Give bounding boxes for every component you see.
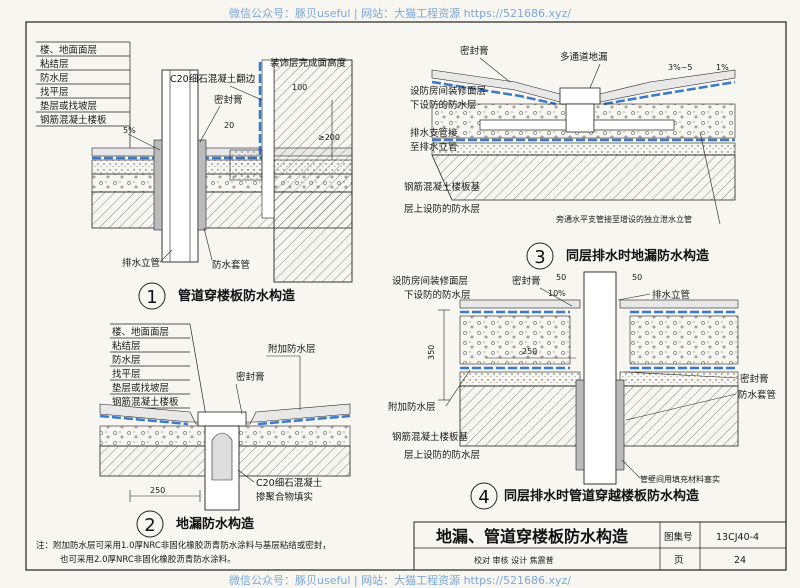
- fig1-title: 管道穿楼板防水构造: [178, 288, 296, 304]
- fig3-sealant: 密封膏: [460, 45, 489, 57]
- sign-text: 校对 审核 设计 焦震普: [474, 555, 554, 565]
- fig4-sealant-top: 密封膏: [512, 275, 541, 287]
- fig1-dim-20: 20: [224, 121, 234, 130]
- fig2-polymer: 掺聚合物填实: [256, 491, 313, 503]
- fig2-sealant: 密封膏: [236, 371, 265, 383]
- fig3-title: 同层排水时地漏防水构造: [566, 248, 710, 264]
- fig1-dim-100: 100: [292, 83, 307, 92]
- fig2-dim-250: 250: [150, 486, 165, 495]
- fig3-room-layer-2: 下设防的防水层: [410, 99, 477, 111]
- figure-1: 楼、地面面层 粘结层 防水层 找平层 垫层或找坡层 钢筋混凝土楼板 5% C20…: [36, 41, 353, 310]
- fig2-layer-3: 找平层: [112, 368, 141, 380]
- fig3-number: 3: [534, 247, 545, 268]
- watermark-bottom: 微信公众号：豚贝useful | 网站：大猫工程资源 https://52168…: [229, 573, 571, 587]
- fig4-sleeve: 防水套管: [738, 389, 776, 401]
- fig4-slope: 10%: [548, 289, 566, 298]
- note-line-1: 注：附加防水层可采用1.0厚NRC非固化橡胶沥青防水涂料与基层粘结或密封，: [36, 540, 331, 551]
- title-block: 地漏、管道穿楼板防水构造 图集号 13CJ40-4 校对 审核 设计 焦震普 页…: [413, 521, 787, 571]
- fig1-layer-3: 找平层: [40, 86, 69, 98]
- fig2-layer-2: 防水层: [112, 354, 141, 366]
- fig4-number: 4: [478, 487, 489, 508]
- fig3-slope-a: 3%~5: [668, 63, 692, 72]
- page-label: 页: [674, 555, 684, 566]
- note-line-2: 也可采用2.0厚NRC非固化橡胶沥青防水涂料。: [60, 554, 236, 565]
- atlas-no-label: 图集号: [664, 531, 693, 543]
- fig4-extra-layer: 附加防水层: [388, 401, 436, 413]
- fig4-sealant-right: 密封膏: [740, 373, 769, 385]
- fig4-slab-2: 层上设防的防水层: [404, 449, 480, 461]
- fig3-slab-1: 钢筋混凝土楼板基: [404, 181, 481, 193]
- fig1-slope: 5%: [123, 126, 136, 135]
- fig3-side-note: 旁通水平支管接至增设的独立泄水立管: [556, 214, 692, 224]
- fig3-branch-2: 至排水立管: [410, 141, 458, 153]
- fig2-layer-1: 粘结层: [112, 340, 141, 352]
- fig2-c20-fill: C20细石混凝土: [256, 477, 323, 489]
- fig4-dim-50b: 50: [632, 273, 642, 282]
- fig3-slope-b: 1%: [716, 63, 729, 72]
- fig1-finish-height: 装饰层完成面高度: [270, 57, 347, 69]
- fig4-dim-250: 250: [522, 347, 537, 356]
- fig1-layer-1: 粘结层: [40, 58, 69, 70]
- fig4-slab-1: 钢筋混凝土楼板基: [392, 431, 469, 443]
- fig1-c20-edge: C20细石混凝土翻边: [170, 73, 256, 85]
- fig4-gap-fill: 管壁间用填充材料塞实: [640, 474, 720, 484]
- fig3-multi-drain: 多通道地漏: [560, 51, 608, 63]
- fig4-room-layer-2: 下设防的防水层: [404, 289, 471, 301]
- page-no: 24: [734, 555, 746, 566]
- fig1-layer-legend: 楼、地面面层 粘结层 防水层 找平层 垫层或找坡层 钢筋混凝土楼板: [36, 41, 131, 150]
- fig2-layer-legend: 楼、地面面层 粘结层 防水层 找平层 垫层或找坡层 钢筋混凝土楼板: [110, 323, 207, 417]
- fig1-layer-4: 垫层或找坡层: [40, 100, 97, 112]
- fig2-number: 2: [144, 515, 155, 536]
- watermark-top: 微信公众号：豚贝useful | 网站：大猫工程资源 https://52168…: [229, 6, 571, 20]
- fig1-dim-200: ≥200: [318, 133, 340, 142]
- fig1-layer-0: 楼、地面面层: [40, 44, 97, 56]
- fig4-room-layer-1: 设防房间装修面层: [392, 275, 468, 287]
- fig2-layer-0: 楼、地面面层: [112, 326, 169, 338]
- fig4-title: 同层排水时管道穿越楼板防水构造: [504, 488, 700, 504]
- page-border: [25, 21, 787, 571]
- fig1-layer-5: 钢筋混凝土楼板: [40, 114, 107, 126]
- figure-3: 密封膏 多通道地漏 3%~5 1% 设防房间装修面层 下设防的防水层 排水支管接…: [404, 45, 736, 270]
- fig1-number: 1: [146, 287, 157, 308]
- figure-4: 设防房间装修面层 下设防的防水层 密封膏 50 50 10% 排水立管 350 …: [388, 271, 776, 510]
- fig2-layer-4: 垫层或找坡层: [112, 382, 169, 394]
- fig1-drain-pipe: 排水立管: [122, 257, 160, 269]
- atlas-no: 13CJ40-4: [716, 532, 759, 543]
- fig2-title: 地漏防水构造: [176, 516, 255, 532]
- fig1-layer-2: 防水层: [40, 72, 69, 84]
- figure-2: 楼、地面面层 粘结层 防水层 找平层 垫层或找坡层 钢筋混凝土楼板 250 附加…: [99, 323, 351, 538]
- fig2-layer-5: 钢筋混凝土楼板: [112, 396, 179, 408]
- fig3-room-layer-1: 设防房间装修面层: [410, 85, 486, 97]
- fig4-drain-pipe: 排水立管: [652, 289, 690, 301]
- fig1-sleeve: 防水套管: [212, 259, 250, 271]
- fig4-dim-50a: 50: [556, 273, 566, 282]
- fig2-extra-layer: 附加防水层: [268, 343, 316, 355]
- fig3-branch-1: 排水支管接: [410, 127, 458, 139]
- fig4-dim-350: 350: [427, 345, 436, 360]
- fig1-sealant: 密封膏: [214, 94, 243, 106]
- title-block-title: 地漏、管道穿楼板防水构造: [436, 527, 629, 546]
- fig3-slab-2: 层上设防的防水层: [404, 203, 480, 215]
